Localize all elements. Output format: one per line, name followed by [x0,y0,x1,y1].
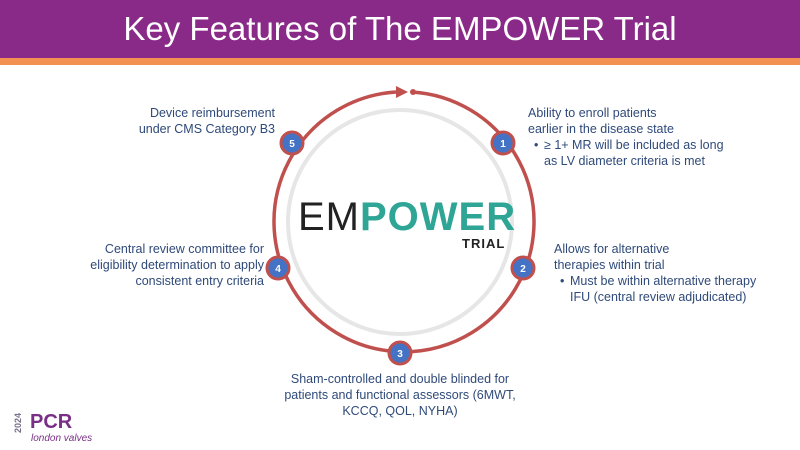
logo-power: POWER [360,195,517,239]
pcr-subtitle: london valves [31,433,93,444]
step-number-2: 2 [520,264,526,275]
step-node-3 [387,340,413,366]
feature-1-text: Ability to enroll patients earlier in th… [528,106,674,136]
step-node-5 [279,130,305,156]
step-number-5: 5 [289,139,295,150]
step-number-4: 4 [275,264,281,275]
logo-em: EM [298,195,360,239]
footer-year: 2024 [13,412,24,434]
feature-3: Sham-controlled and double blinded for p… [284,372,516,418]
inner-circle [286,108,514,336]
feature-2: Allows for alternative therapies within … [554,241,794,305]
feature-2-text: Allows for alternative therapies within … [554,242,670,272]
feature-4: Central review committee for eligibility… [90,242,264,288]
ring-start-dot [410,89,416,95]
step-node-4 [265,255,291,281]
logo-trial: TRIAL [462,236,506,251]
step-number-3: 3 [397,349,403,360]
pcr-logo: PCR [30,411,73,433]
feature-1: Ability to enroll patients earlier in th… [528,105,788,169]
arrow-head-icon [396,86,408,98]
empower-logo: EMPOWER [298,195,516,240]
step-number-1: 1 [500,139,506,150]
slide-title: Key Features of The EMPOWER Trial [0,0,800,58]
header-stripe [0,58,800,65]
step-node-1 [490,130,516,156]
feature-5: Device reimbursement under CMS Category … [138,106,275,136]
feature-1-bullet: ≥ 1+ MR will be included as long as LV d… [534,137,729,169]
step-node-2 [510,255,536,281]
feature-2-bullet: Must be within alternative therapy IFU (… [560,273,775,305]
